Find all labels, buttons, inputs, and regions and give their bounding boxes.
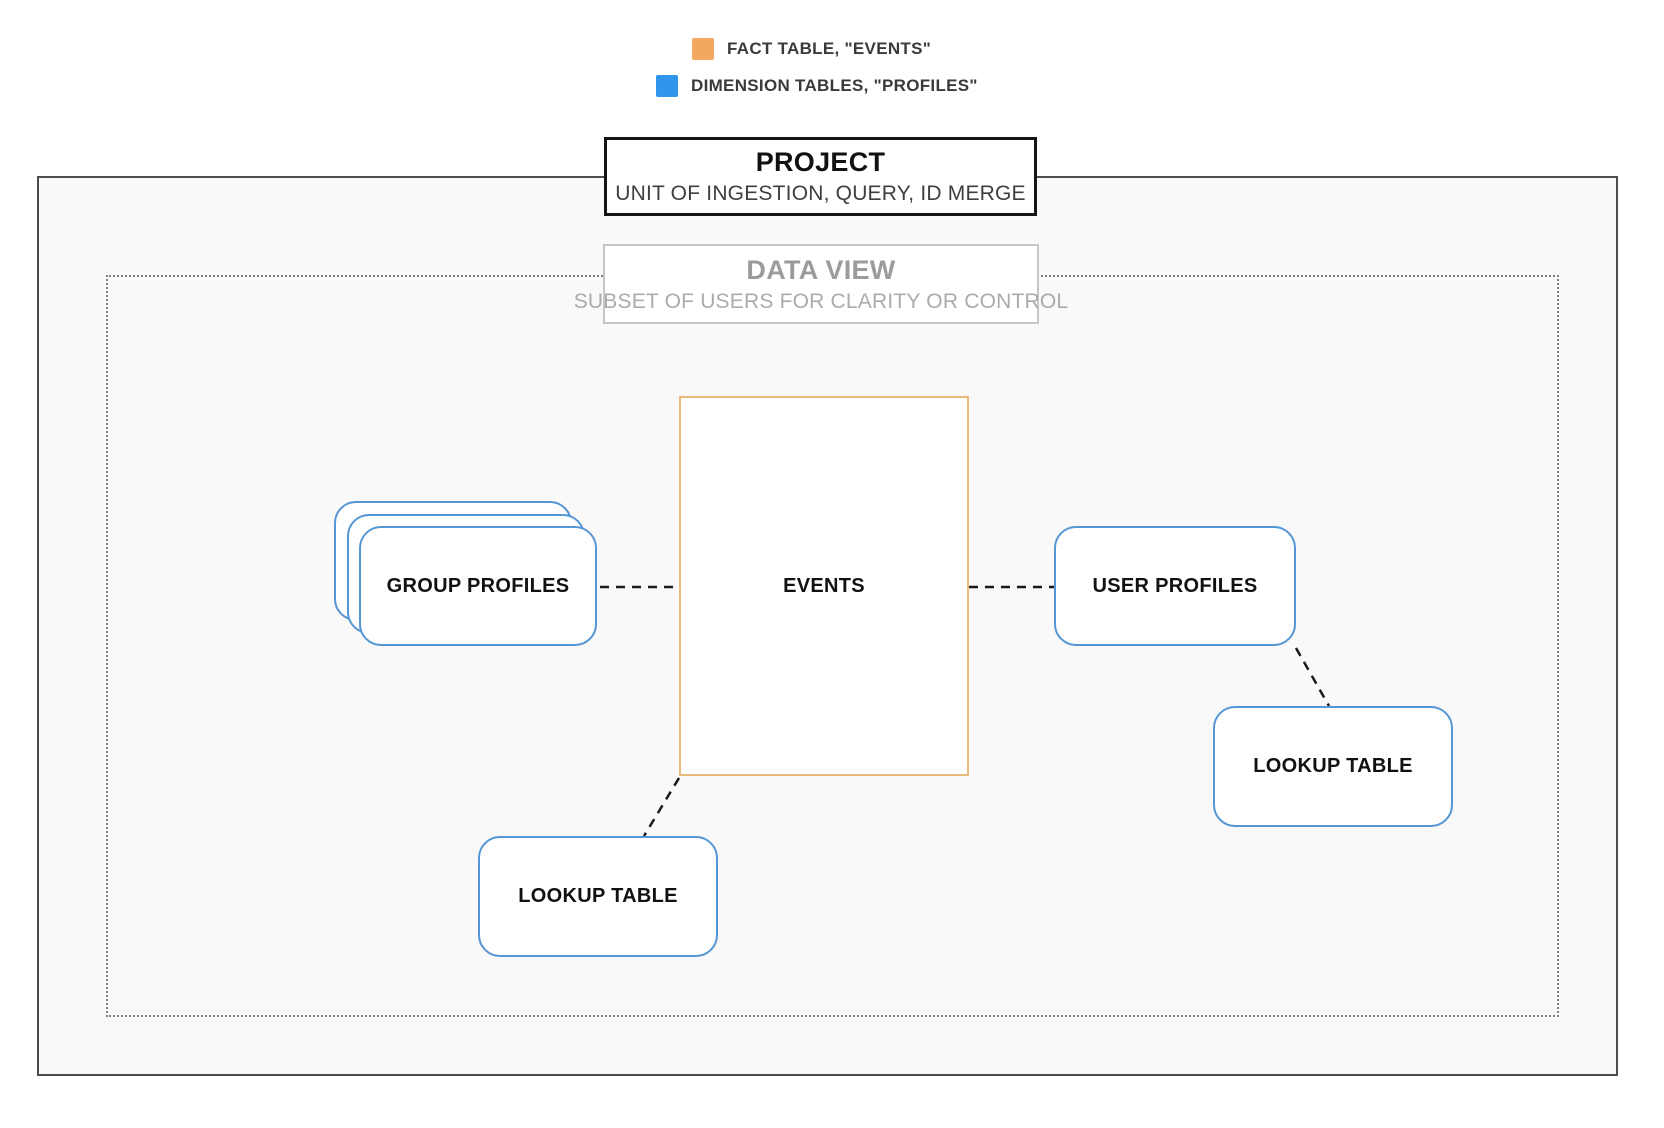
group-profiles-label: GROUP PROFILES [386, 574, 570, 597]
lookup-table-right-node: LOOKUP TABLE [1213, 706, 1453, 827]
group-profiles-node: GROUP PROFILES [359, 526, 597, 646]
fact-table-color-swatch [692, 38, 714, 60]
lookup-table-left-node: LOOKUP TABLE [478, 836, 718, 957]
user-profiles-label: USER PROFILES [1092, 574, 1258, 597]
legend-label-dimension-tables: DIMENSION TABLES, "PROFILES" [691, 76, 978, 95]
data-view-header-box: DATA VIEW SUBSET OF USERS FOR CLARITY OR… [574, 244, 1068, 324]
project-subtitle: UNIT OF INGESTION, QUERY, ID MERGE [615, 182, 1026, 205]
project-title: PROJECT [755, 147, 886, 177]
data-view-subtitle: SUBSET OF USERS FOR CLARITY OR CONTROL [573, 289, 1069, 313]
legend-item-fact-table: FACT TABLE, "EVENTS" [692, 36, 931, 62]
legend-label-fact-table: FACT TABLE, "EVENTS" [727, 39, 932, 58]
dimension-tables-color-swatch [656, 75, 678, 97]
events-label: EVENTS [783, 574, 865, 597]
lookup-table-left-label: LOOKUP TABLE [518, 885, 678, 907]
events-node: EVENTS [679, 396, 969, 776]
user-profiles-node: USER PROFILES [1054, 526, 1296, 646]
project-header-box: PROJECT UNIT OF INGESTION, QUERY, ID MER… [604, 137, 1037, 216]
legend-item-dimension-tables: DIMENSION TABLES, "PROFILES" [656, 73, 978, 99]
lookup-table-right-label: LOOKUP TABLE [1253, 755, 1413, 777]
data-view-title: DATA VIEW [746, 254, 896, 285]
